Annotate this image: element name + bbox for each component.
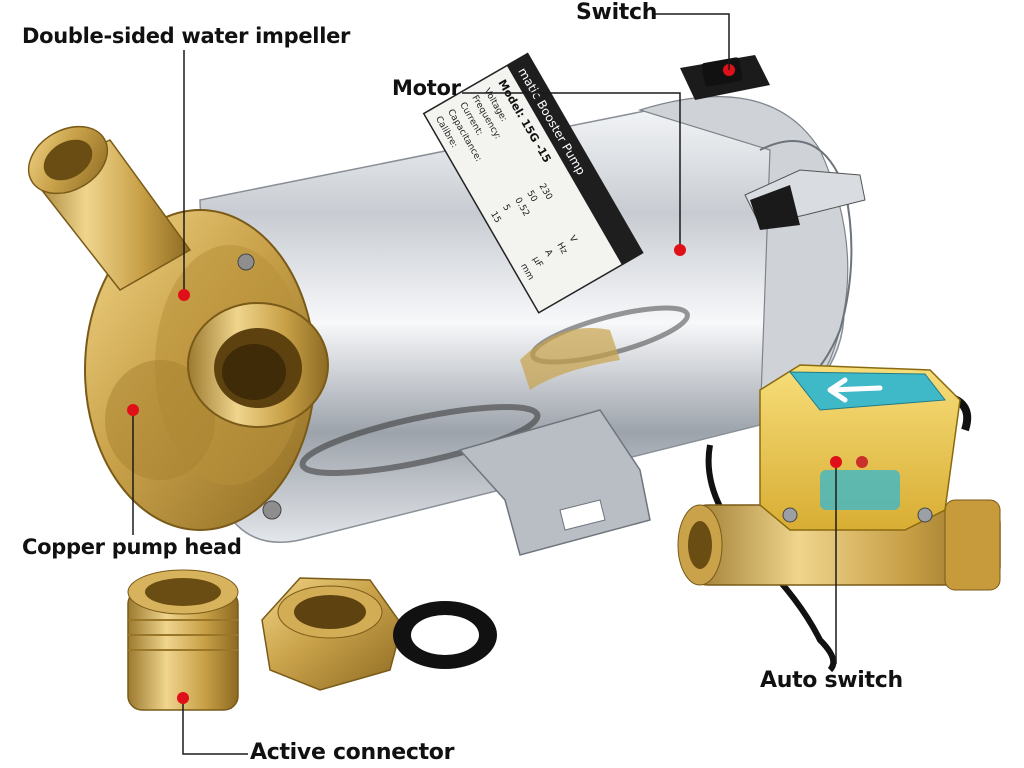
power-switch: [680, 55, 770, 100]
rubber-gasket: [393, 601, 497, 669]
label-switch: Switch: [576, 0, 658, 25]
outlet-port: [187, 302, 329, 428]
hex-nut-fitting: [261, 577, 403, 691]
active-connector-fitting: [127, 569, 239, 711]
label-copper-pump-head: Copper pump head: [22, 535, 242, 559]
nameplate-row-value: 5: [500, 203, 512, 213]
callout-markers: [127, 244, 842, 704]
nameplate-row-value: 15: [488, 210, 502, 225]
motor-clip: [744, 169, 866, 230]
label-auto-switch: Auto switch: [760, 668, 903, 693]
label-active-connector: Active connector: [250, 740, 455, 765]
inlet-pipe: [27, 125, 192, 291]
nameplate-row-unit: A: [542, 248, 554, 259]
leader-lines: [132, 13, 837, 755]
auto-flow-switch: [677, 364, 1001, 673]
nameplate-row-unit: V: [567, 234, 579, 245]
label-double-sided-water-impeller: Double-sided water impeller: [22, 24, 351, 48]
mounting-bracket: [458, 409, 651, 556]
label-motor: Motor: [392, 76, 461, 100]
nameplate-label: matic Booster Pump Model: 15G -15 Voltag…: [422, 52, 644, 314]
nameplate-row-unit: µF: [530, 255, 544, 269]
